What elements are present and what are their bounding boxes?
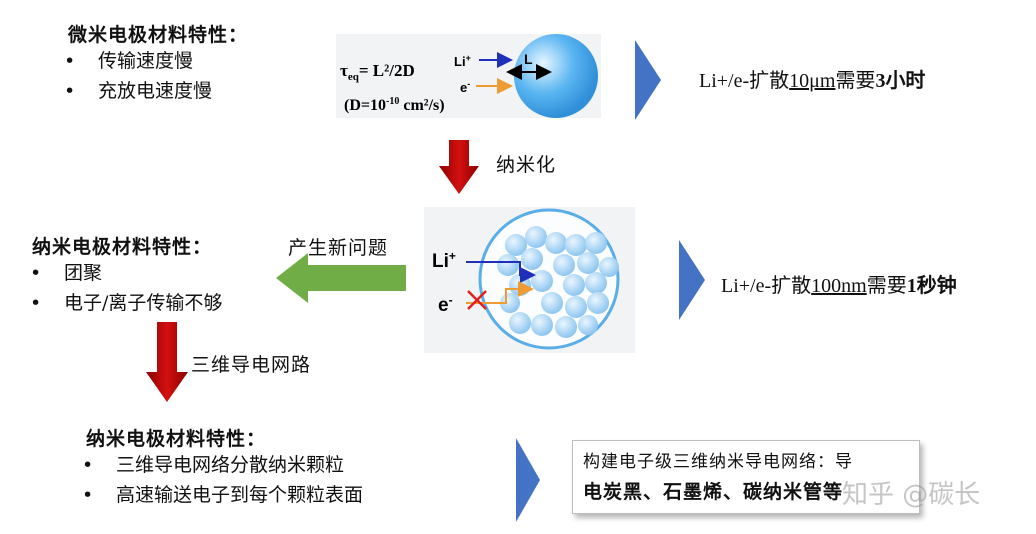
micro-particle-figure: τeq= L²/2D (D=10-10 cm²/s) Li+ e- L [336,34,601,118]
conductive-network-note: 构建电子级三维纳米导电网络：导 电炭黑、石墨烯、碳纳米管等 [572,440,920,514]
diffusion-coefficient: (D=10 [344,97,386,114]
list-item: 传输速度慢 [64,46,212,76]
diffusion-units: cm²/s) [399,97,444,114]
length-label: L [524,51,533,67]
section2-title: 纳米电极材料特性： [32,236,213,258]
list-item: 三维导电网络分散纳米颗粒 [82,450,363,480]
diffusion-exponent: -10 [386,96,399,107]
nano-particle-diagram: Li+ e- [432,208,620,350]
list-item: 电子/离子传输不够 [30,288,222,318]
note-line-1: 构建电子级三维纳米导电网络：导 [583,452,853,472]
nano-process-label: 纳米化 [496,154,557,176]
list-item: 团聚 [30,258,222,288]
electron-path-arrow [466,281,534,304]
section3-title: 纳米电极材料特性： [86,428,267,450]
chevron-right-icon [516,438,540,522]
chevron-right-icon [679,240,705,320]
tau-equation: = L²/2D [359,61,415,80]
network-process-label: 三维导电网路 [191,354,312,376]
li-ion-label: Li [432,251,449,272]
svg-text:Li+: Li+ [454,53,471,69]
section2-result: Li+/e-扩散100nm需要1秒钟 [721,275,957,297]
list-item: 高速输送电子到每个颗粒表面 [82,480,363,510]
electron-label: e [460,80,467,95]
section1-bullets: 传输速度慢 充放电速度慢 [64,46,212,106]
arrow-down-icon [439,140,479,194]
tau-subscript: eq [348,71,360,83]
watermark: 知乎 @碳长 [842,480,981,510]
arrow-left-icon [276,253,406,303]
svg-text:Li+: Li+ [432,249,456,272]
note-line-2: 电炭黑、石墨烯、碳纳米管等 [583,481,844,503]
chevron-right-icon [635,40,661,120]
micro-particle-diagram: τeq= L²/2D (D=10-10 cm²/s) Li+ e- L [340,34,598,118]
svg-text:(D=10-10 cm²/s): (D=10-10 cm²/s) [344,96,445,114]
li-ion-path-arrow [466,261,536,283]
section3-bullets: 三维导电网络分散纳米颗粒 高速输送电子到每个颗粒表面 [82,450,363,510]
electron-label: e [438,295,449,316]
li-ion-label: Li [454,54,466,69]
svg-text:τeq= L²/2D: τeq= L²/2D [340,61,415,83]
tau-symbol: τ [340,61,348,80]
section1-title: 微米电极材料特性： [68,24,249,46]
section1-result: Li+/e-扩散10μm需要3小时 [699,70,926,92]
arrow-down-icon [146,322,188,402]
blocked-cross-icon [467,290,487,310]
new-problem-label: 产生新问题 [288,237,389,259]
nano-particle-figure: Li+ e- [424,207,635,353]
list-item: 充放电速度慢 [64,76,212,106]
svg-text:e-: e- [438,293,453,316]
micro-sphere [514,34,598,118]
svg-text:e-: e- [460,79,470,95]
section2-bullets: 团聚 电子/离子传输不够 [30,258,222,318]
